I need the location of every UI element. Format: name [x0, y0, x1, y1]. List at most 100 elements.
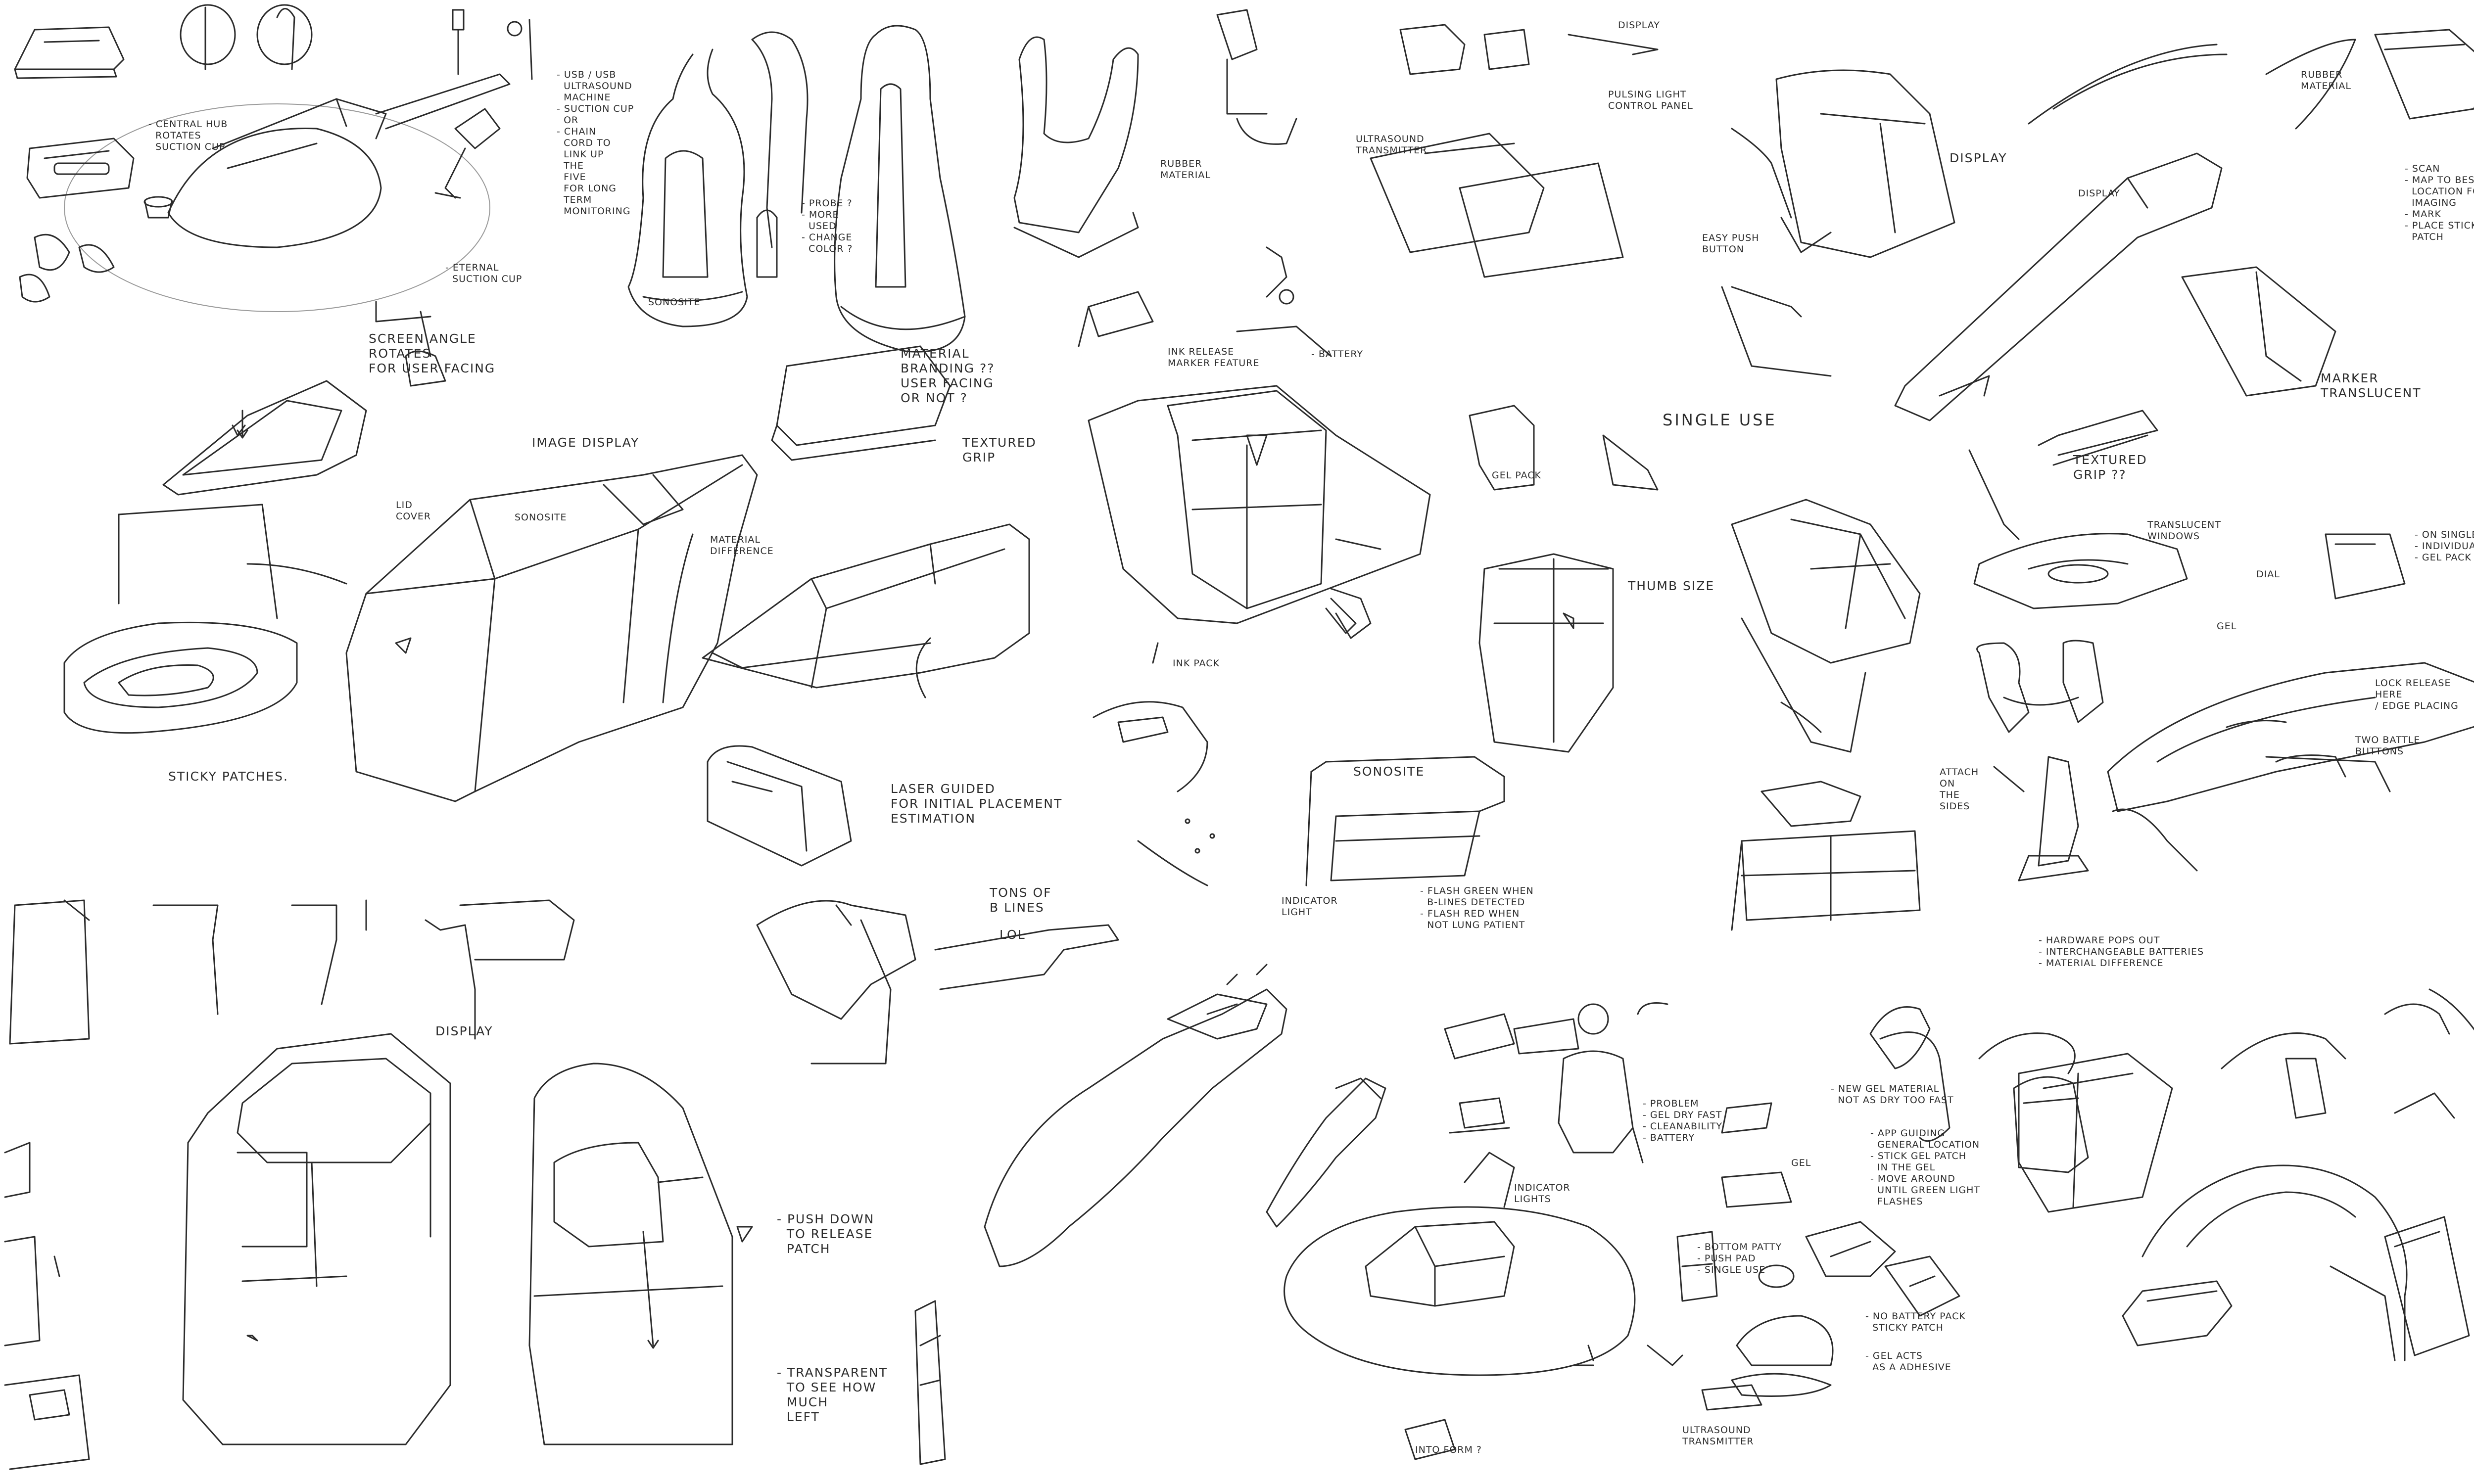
note-problem-list: - PROBLEM - GEL DRY FAST - CLEANABILITY …: [1643, 1098, 1722, 1143]
sketch-sonosite-box: [1305, 756, 1505, 886]
sketch-thumb-rings: [180, 4, 313, 70]
sketch-grip-probe: [1894, 152, 2336, 540]
note-tons-of-blines: TONS OF B LINES: [990, 885, 1052, 915]
sketch-cup-small: [19, 196, 173, 303]
sketch-hub-dock: [26, 138, 135, 199]
note-ink-pack: INK PACK: [1173, 658, 1220, 669]
note-indicator-lights: INDICATOR LIGHTS: [1514, 1182, 1570, 1205]
sketch-person: [1558, 1003, 1644, 1163]
sketch-left-edge-devices: [4, 1142, 90, 1470]
note-sticky-patches: STICKY PATCHES.: [168, 769, 289, 784]
note-textured-grip-2: TEXTURED GRIP ??: [2073, 453, 2147, 482]
sketch-probe-front: [627, 48, 748, 327]
note-usb-list: - USB / USB ULTRASOUND MACHINE - SUCTION…: [557, 69, 634, 217]
sketch-mini-probe: [1266, 1077, 1386, 1228]
note-textured-grip: TEXTURED GRIP: [962, 435, 1037, 464]
note-display-mid-left: DISPLAY: [435, 1024, 493, 1038]
note-app-list: - APP GUIDING GENERAL LOCATION - STICK G…: [1870, 1128, 1981, 1207]
sketch-long-probe-center: [984, 964, 1287, 1267]
sketch-lower-right-curve: [1869, 1006, 2089, 1173]
sketch-dock-pad: [771, 291, 1154, 461]
note-indicator-light: INDICATOR LIGHT: [1282, 895, 1338, 918]
brand-sonosite-box: SONOSITE: [1353, 764, 1425, 779]
sketch-bump-pad: [1731, 781, 1921, 931]
sketch-pixel-cuts: [9, 899, 575, 1045]
note-gel-label: GEL: [1791, 1158, 1811, 1168]
note-dial: DIAL: [2256, 569, 2280, 580]
note-ultrasound-transmitter: ULTRASOUND TRANSMITTER: [1356, 134, 1427, 156]
sketch-small-probes: [452, 9, 533, 80]
sketch-probe-side: [751, 31, 809, 278]
sketch-face-probe: [1093, 701, 1215, 886]
sketch-display-box: [182, 1033, 451, 1445]
sketch-probe-hand-right: [2018, 1053, 2173, 1213]
sketch-small-probe-right: [2018, 756, 2198, 881]
sketch-push-down: [736, 1226, 946, 1465]
sketch-plug: [434, 108, 501, 199]
note-probe-list: - PROBE ? - MORE USED - CHANGE COLOR ?: [802, 198, 853, 254]
sketch-long-probe-right: [2107, 662, 2474, 812]
sketch-gel-bottle: [1404, 1231, 1834, 1460]
note-transparent: - TRANSPARENT TO SEE HOW MUCH LEFT: [777, 1365, 888, 1424]
note-gel-pack: GEL PACK: [1492, 470, 1541, 481]
note-laser-guided: LASER GUIDED FOR INITIAL PLACEMENT ESTIM…: [891, 782, 1063, 826]
note-gel-acts: - GEL ACTS AS A ADHESIVE: [1865, 1350, 1951, 1373]
sketch-main-device: [345, 454, 758, 802]
brand-sonosite-device: SONOSITE: [515, 512, 567, 523]
note-display-top: DISPLAY: [1618, 20, 1660, 31]
sketch-small-pads: [1444, 1013, 1792, 1208]
sketch-gel-patch: [2122, 1280, 2233, 1346]
note-bottom-list: - BOTTOM PATTY - PUSH PAD - SINGLE USE: [1697, 1242, 1782, 1275]
note-new-gel: - NEW GEL MATERIAL NOT AS DRY TOO FAST: [1831, 1083, 1954, 1106]
sketch-arrows: [53, 410, 2025, 1349]
note-lol: LOL: [999, 928, 1026, 942]
sketch-probe-tall: [834, 25, 966, 353]
sketch-gel-items: [1805, 1221, 1960, 1317]
sketch-dial: [1973, 533, 2406, 609]
sketch-side-profile: [528, 1063, 733, 1445]
note-hardware-list: - HARDWARE POPS OUT - INTERCHANGEABLE BA…: [2039, 935, 2204, 969]
note-battery: - BATTERY: [1311, 349, 1363, 360]
note-ultrasound-bottom: ULTRASOUND TRANSMITTER: [1682, 1425, 1754, 1447]
sketch-wedge-box: [162, 380, 367, 496]
note-thumb-size: THUMB SIZE: [1628, 579, 1715, 593]
note-single-use-list: - ON SINGLE USE - INDIVIDUALLY PAID - GE…: [2415, 529, 2474, 563]
sketch-grip-device: [702, 523, 1030, 689]
note-push-down: - PUSH DOWN TO RELEASE PATCH: [777, 1212, 875, 1256]
note-pulsing-light: PULSING LIGHT CONTROL PANEL: [1608, 89, 1693, 111]
note-marker: MARKER TRANSLUCENT: [2321, 371, 2422, 400]
sketch-clip: [707, 745, 852, 867]
note-gel-small: GEL: [2217, 621, 2237, 632]
note-eternal-suction: - ETERNAL SUCTION CUP: [445, 262, 523, 284]
note-translucent-windows: TRANSLUCENT WINDOWS: [2147, 519, 2221, 542]
sketch-gel-pack: [1469, 405, 1659, 491]
note-flash-green: - FLASH GREEN WHEN B-LINES DETECTED - FL…: [1420, 885, 1534, 930]
note-rubber-material-1: RUBBER MATERIAL: [1160, 158, 1211, 181]
sketch-hand-device: [1721, 69, 1955, 377]
sketch-lid-device: [63, 504, 347, 734]
note-sticky-patch-list: - NO BATTERY PACK STICKY PATCH: [1865, 1311, 1966, 1333]
note-ink-release: INK RELEASE MARKER FEATURE: [1168, 346, 1260, 369]
note-attach: ATTACH ON THE SIDES: [1940, 767, 1979, 812]
note-material-difference: MATERIAL DIFFERENCE: [710, 534, 774, 556]
sketch-ink-pack-device: [1088, 385, 1431, 664]
sketch-rubber-arcs: [2028, 29, 2474, 130]
note-lid-cover: LID COVER: [396, 500, 431, 522]
sketch-thumb-pack: [1478, 553, 1614, 753]
sketch-tablet-bottom: [2330, 1216, 2470, 1361]
sketch-gel-rock: [1284, 1152, 1636, 1376]
sketch-thumb-iron: [14, 26, 125, 79]
note-into-form: INTO FORM ?: [1415, 1444, 1482, 1455]
note-central-hub: - CENTRAL HUB ROTATES SUCTION CUP: [148, 119, 228, 152]
sketch-hands-bar: [1236, 246, 1332, 357]
brand-sonosite-probe: SONOSITE: [648, 297, 701, 308]
note-easy-button: EASY PUSH BUTTON: [1702, 232, 1760, 255]
note-display-right: DISPLAY: [2078, 188, 2120, 199]
note-display-mid: DISPLAY: [1950, 151, 2007, 165]
note-single-use: SINGLE USE: [1663, 411, 1777, 429]
sketch-hub-base: [64, 73, 511, 312]
note-image-display: IMAGE DISPLAY: [532, 435, 640, 450]
sketch-clip-probes: [1976, 640, 2104, 733]
